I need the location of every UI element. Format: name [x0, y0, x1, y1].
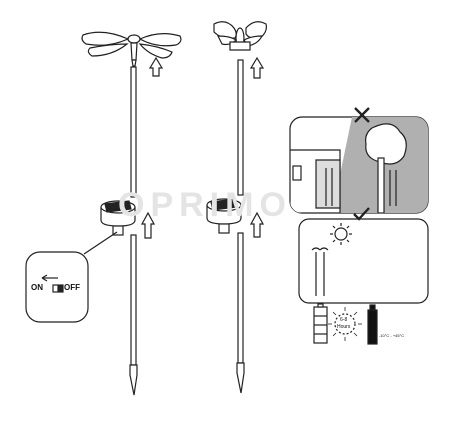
solar-light-head-2 [206, 198, 242, 234]
butterfly-icon [213, 21, 267, 51]
sun-placement-panel [298, 207, 429, 304]
shade-placement-panel [289, 107, 429, 214]
cross-icon [354, 107, 370, 123]
hours-sun-badge [328, 307, 362, 341]
temperature-range-label: -10°C - +45°C [379, 333, 405, 338]
switch-on-label: ON [31, 283, 43, 292]
butterfly-stake [206, 21, 267, 394]
hours-unit-label: Hours [337, 324, 351, 330]
solar-light-head [100, 200, 136, 236]
switch-callout [25, 231, 118, 323]
thermometer-icon [367, 304, 378, 345]
dragonfly-icon [81, 31, 182, 67]
up-arrow-icon [140, 56, 265, 239]
hours-value-label: 6-8 [340, 317, 348, 323]
dragonfly-stake [81, 31, 182, 396]
battery-icon [313, 303, 328, 344]
watermark: OPRIMO [118, 186, 292, 224]
check-icon [353, 207, 370, 221]
switch-off-label: OFF [64, 283, 80, 292]
sun-icon [330, 223, 352, 245]
